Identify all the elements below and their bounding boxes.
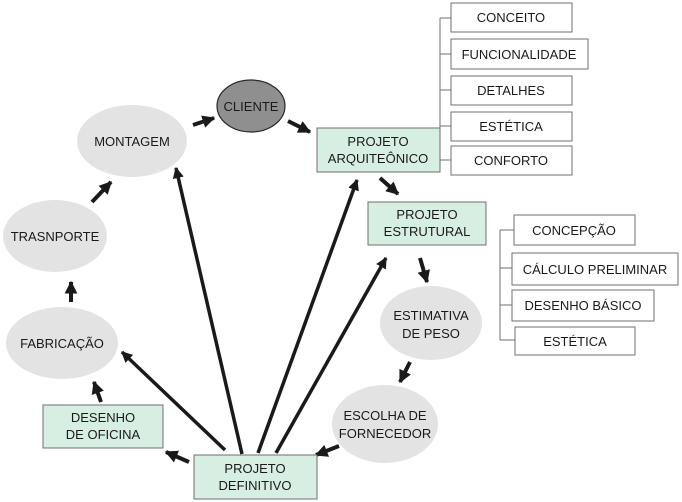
node-label: TRASNPORTE xyxy=(11,229,100,244)
node-label-line-2: DE OFICINA xyxy=(66,427,141,442)
node-cliente: CLIENTE xyxy=(217,80,285,132)
node-projeto-arquitetonico: PROJETO ARQUITEÔNICO xyxy=(317,128,440,172)
aspect-label: CONCEITO xyxy=(477,10,545,25)
node-transporte: TRASNPORTE xyxy=(3,200,107,272)
node-label-line-2: FORNECEDOR xyxy=(339,426,431,441)
aspect-label: ESTÉTICA xyxy=(543,334,607,349)
architectural-aspects: CONCEITO FUNCIONALIDADE DETALHES ESTÉTIC… xyxy=(451,3,588,175)
node-label-line-1: ESTIMATIVA xyxy=(393,308,469,323)
aspect-conceito: CONCEITO xyxy=(451,3,572,32)
node-projeto-estrutural: PROJETO ESTRUTURAL xyxy=(368,202,486,245)
aspect-estetica-estrutural: ESTÉTICA xyxy=(515,327,635,355)
node-label-line-2: DE PESO xyxy=(402,326,460,341)
arrow-projeto-arquitetonico-to-estrutural xyxy=(380,178,398,194)
arrow-transporte-to-montagem xyxy=(92,182,111,202)
arrow-cliente-to-projeto-arquitetonico xyxy=(288,121,310,132)
aspect-label: DESENHO BÁSICO xyxy=(524,298,641,313)
architectural-bracket xyxy=(440,18,451,160)
node-label: FABRICAÇÃO xyxy=(20,336,104,351)
node-montagem: MONTAGEM xyxy=(77,105,187,177)
node-label-line-2: ESTRUTURAL xyxy=(384,224,471,239)
arrow-estimativa-to-escolha xyxy=(400,362,410,382)
aspect-label: DETALHES xyxy=(477,83,545,98)
aspect-conforto: CONFORTO xyxy=(451,146,572,175)
aspect-label: CONFORTO xyxy=(474,153,548,168)
node-label: CLIENTE xyxy=(224,99,279,114)
node-label-line-1: ESCOLHA DE xyxy=(343,408,426,423)
node-fabricacao: FABRICAÇÃO xyxy=(6,307,118,379)
aspect-desenho-basico: DESENHO BÁSICO xyxy=(512,290,654,321)
aspect-label: ESTÉTICA xyxy=(479,119,543,134)
node-label: MONTAGEM xyxy=(94,134,170,149)
node-label-line-1: PROJETO xyxy=(396,207,457,222)
aspect-calculo-preliminar: CÁLCULO PRELIMINAR xyxy=(512,253,678,285)
node-estimativa-peso: ESTIMATIVA DE PESO xyxy=(380,286,482,360)
structural-aspects: CONCEPÇÃO CÁLCULO PRELIMINAR DESENHO BÁS… xyxy=(512,215,678,355)
arrow-definitivo-to-desenho-oficina xyxy=(166,452,189,462)
aspect-concepcao: CONCEPÇÃO xyxy=(514,215,635,245)
node-label-line-1: DESENHO xyxy=(71,410,135,425)
node-desenho-oficina: DESENHO DE OFICINA xyxy=(43,405,163,448)
arrow-estrutural-to-estimativa xyxy=(420,258,427,282)
node-projeto-definitivo: PROJETO DEFINITIVO xyxy=(194,455,317,499)
aspect-funcionalidade: FUNCIONALIDADE xyxy=(451,39,588,69)
aspect-label: FUNCIONALIDADE xyxy=(462,47,577,62)
aspect-detalhes: DETALHES xyxy=(451,76,572,105)
arrow-escolha-to-definitivo xyxy=(316,446,339,455)
aspect-estetica: ESTÉTICA xyxy=(451,112,572,141)
aspect-label: CÁLCULO PRELIMINAR xyxy=(523,262,667,277)
arrow-montagem-to-cliente xyxy=(193,118,214,125)
node-label-line-2: DEFINITIVO xyxy=(219,478,292,493)
node-label-line-1: PROJETO xyxy=(347,134,408,149)
node-escolha-fornecedor: ESCOLHA DE FORNECEDOR xyxy=(332,385,438,463)
arrow-desenho-oficina-to-fabricacao xyxy=(94,382,101,402)
node-label-line-2: ARQUITEÔNICO xyxy=(328,151,428,166)
aspect-label: CONCEPÇÃO xyxy=(532,223,616,238)
node-label-line-1: PROJETO xyxy=(224,461,285,476)
